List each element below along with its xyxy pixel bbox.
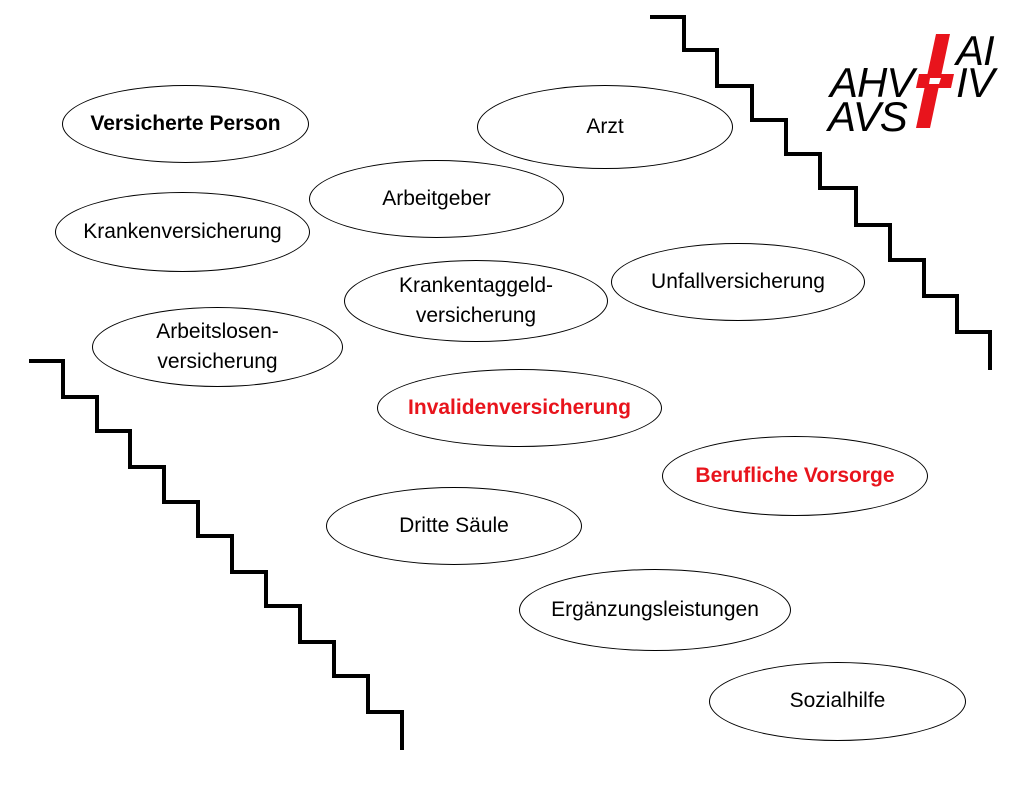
node-krankentaggeldversicherung: Krankentaggeld- versicherung — [344, 260, 608, 342]
staircase-bottom-left — [29, 359, 404, 750]
node-berufliche-vorsorge: Berufliche Vorsorge — [662, 436, 928, 516]
node-arbeitslosenversicherung: Arbeitslosen- versicherung — [92, 307, 343, 387]
logo-avs: AVS — [828, 93, 908, 140]
node-unfallversicherung: Unfallversicherung — [611, 243, 865, 321]
node-dritte-saeule: Dritte Säule — [326, 487, 582, 565]
node-invalidenversicherung: Invalidenversicherung — [377, 369, 662, 447]
logo-iv: IV — [956, 59, 995, 106]
staircase-top-right — [650, 15, 992, 370]
ahv-ai-logo: AHV AVS AI IV — [826, 27, 998, 138]
node-versicherte-person: Versicherte Person — [62, 85, 309, 163]
node-sozialhilfe: Sozialhilfe — [709, 662, 966, 741]
swiss-cross-icon — [916, 34, 954, 128]
logo-ai: AI — [956, 27, 995, 74]
node-arbeitgeber: Arbeitgeber — [309, 160, 564, 238]
node-arzt: Arzt — [477, 85, 733, 169]
node-ergaenzungsleistungen: Ergänzungsleistungen — [519, 569, 791, 651]
node-krankenversicherung: Krankenversicherung — [55, 192, 310, 272]
logo-ahv: AHV — [830, 59, 914, 106]
